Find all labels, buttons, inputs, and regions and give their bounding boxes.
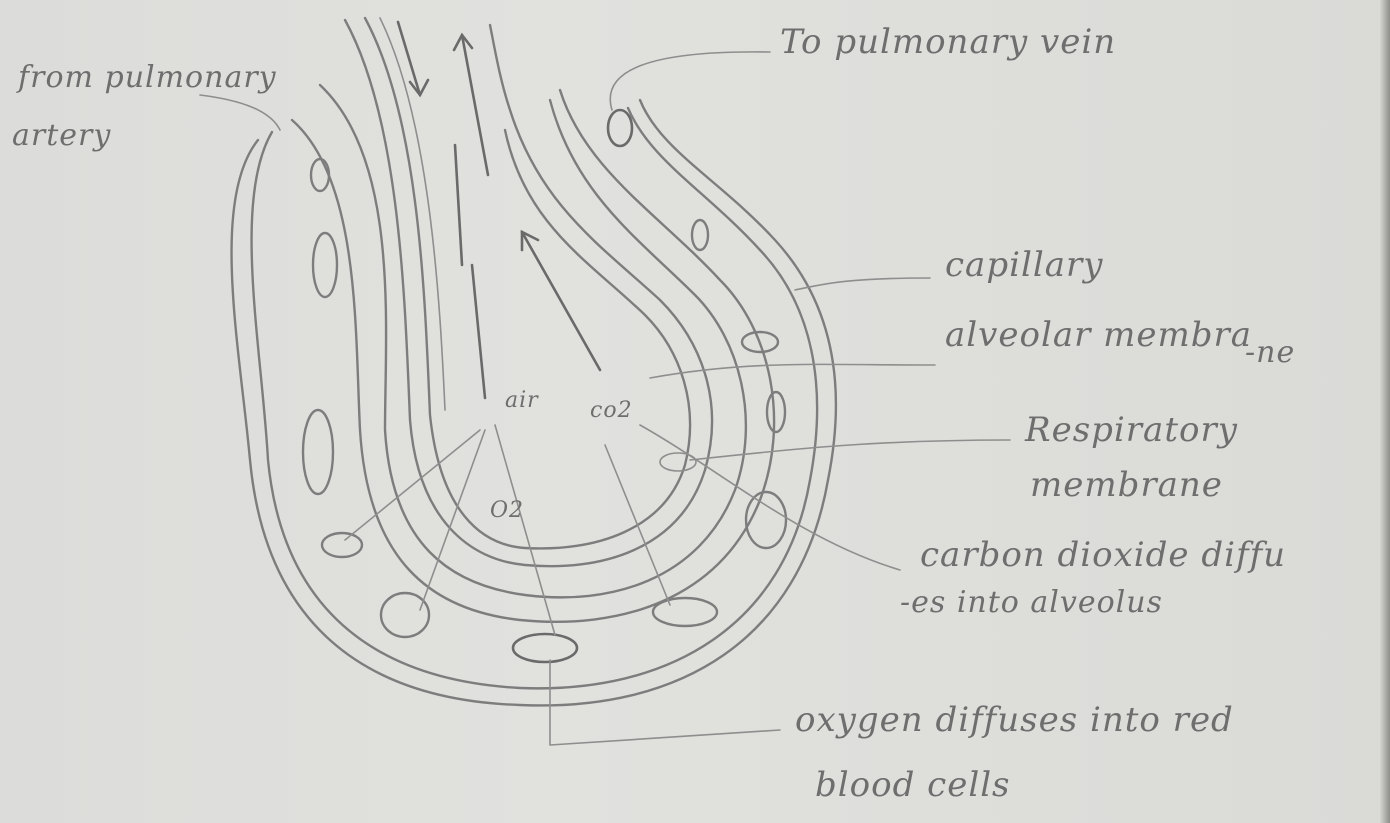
cell-1 xyxy=(311,159,329,191)
label-respiratory-membrane-1: Respiratory xyxy=(1025,410,1238,450)
cell-5 xyxy=(381,593,429,637)
air-in-arrow-1 xyxy=(398,22,420,95)
alveolar-wall-1 xyxy=(345,20,712,566)
label-o2-diffuses-2: blood cells xyxy=(815,765,1011,805)
label-to-pulmonary-vein: To pulmonary vein xyxy=(780,22,1116,62)
cell-11 xyxy=(608,110,632,146)
label-from-pulmonary-artery-1: from pulmonary xyxy=(18,60,277,95)
air-in-arrow-3 xyxy=(472,265,485,398)
air-out-arrow xyxy=(462,35,488,175)
cell-4 xyxy=(322,533,362,557)
label-o2: O2 xyxy=(490,498,524,523)
leader-alveolar-membrane xyxy=(650,364,935,378)
label-co2-diffuses-1: carbon dioxide diffu xyxy=(920,535,1286,575)
co2-out-arrow xyxy=(522,232,600,370)
o2-arrow-1 xyxy=(495,425,555,635)
label-respiratory-membrane-2: membrane xyxy=(1030,465,1223,505)
cell-8 xyxy=(767,392,785,432)
cell-6 xyxy=(653,598,717,626)
leader-respiratory-membrane xyxy=(690,440,1010,460)
cell-3 xyxy=(303,410,333,494)
label-from-pulmonary-artery-2: artery xyxy=(12,118,111,153)
air-in-arrow-2 xyxy=(455,145,462,265)
label-co2: co2 xyxy=(590,398,633,423)
label-alveolar-membrane-1: alveolar membra xyxy=(945,315,1252,355)
red-blood-cell xyxy=(513,634,577,662)
leader-capillary xyxy=(795,278,930,290)
label-co2-diffuses-2: -es into alveolus xyxy=(900,585,1163,620)
label-capillary: capillary xyxy=(945,245,1103,285)
label-o2-diffuses-1: oxygen diffuses into red xyxy=(795,700,1234,740)
cell-10 xyxy=(692,220,708,250)
label-alveolar-membrane-2: -ne xyxy=(1245,335,1295,370)
leader-pulmonary-vein xyxy=(610,52,770,110)
leader-pulmonary-artery xyxy=(200,95,280,130)
cell-2 xyxy=(313,233,337,297)
co2-in-arrow xyxy=(605,445,670,605)
label-air: air xyxy=(505,388,539,413)
